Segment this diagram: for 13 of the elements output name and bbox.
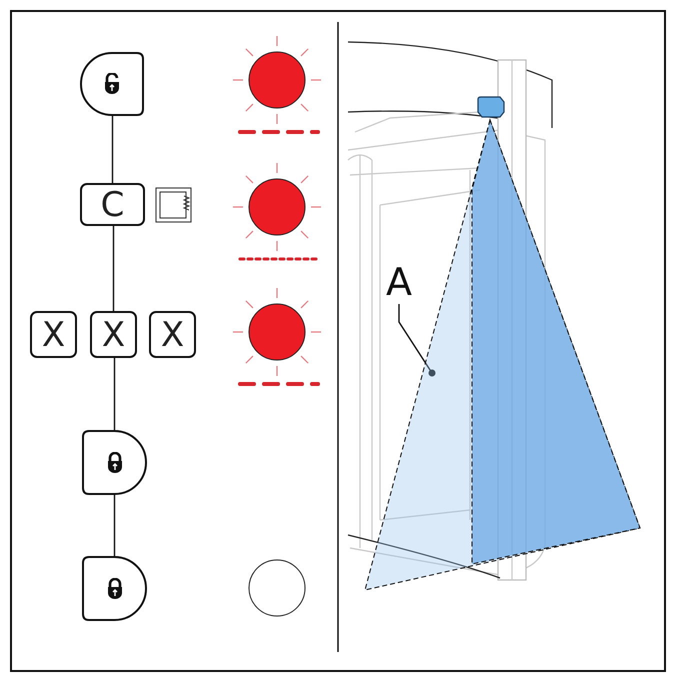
lock-button [82,430,147,495]
connector-line [114,358,116,430]
key-button: X [30,311,77,358]
connector-line [112,116,114,183]
leader-line [398,304,436,376]
callout-letter: A [382,262,416,302]
key-button: X [90,311,137,358]
key-button: X [149,311,196,358]
connector-line [112,226,114,311]
lock-button [82,556,147,621]
lock-button [80,52,144,116]
key-button: C [80,183,145,226]
connector-line [114,495,116,556]
